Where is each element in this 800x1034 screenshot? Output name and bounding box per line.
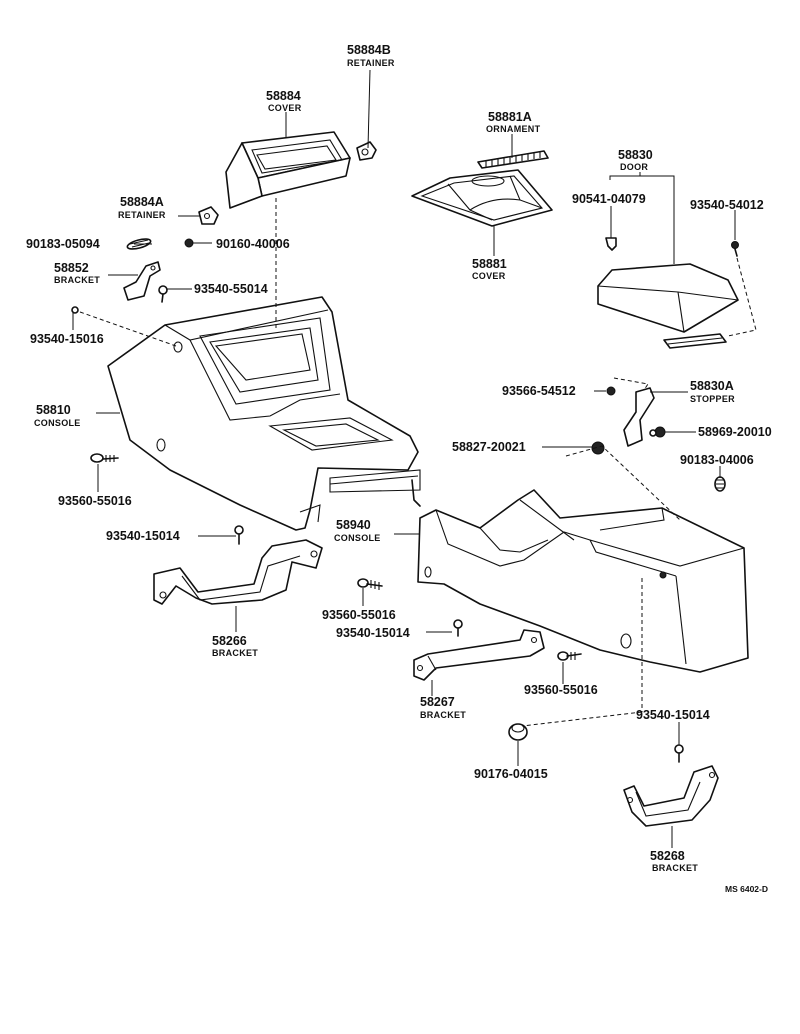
label-58969-20010: 58969-20010 — [698, 425, 772, 439]
label-58884B-number: 58884B — [347, 43, 391, 57]
label-58267-number: 58267 — [420, 695, 455, 709]
cover-58881-drawing — [411, 169, 553, 227]
label-58881A-name: ORNAMENT — [486, 124, 541, 134]
label-58884B-name: RETAINER — [347, 58, 395, 68]
label-58884A-name: RETAINER — [118, 210, 166, 220]
screw-93560-55016-c-drawing — [557, 651, 582, 661]
screw-93540-15014-c-drawing — [674, 744, 684, 763]
label-93560-55016-c: 93560-55016 — [524, 683, 598, 697]
retainer-58884B-drawing — [356, 141, 377, 161]
label-58268-name: BRACKET — [652, 863, 698, 873]
label-58884-number: 58884 — [266, 89, 301, 103]
screw-90541-04079-drawing — [605, 237, 617, 251]
label-90176-04015: 90176-04015 — [474, 767, 548, 781]
console-58810-drawing — [107, 296, 421, 531]
label-90183-04006: 90183-04006 — [680, 453, 754, 467]
label-58884-name: COVER — [268, 103, 302, 113]
clip-90183-04006-drawing — [714, 476, 726, 492]
screw-93540-55014-drawing — [158, 285, 168, 303]
part-labels: 58884B RETAINER 58884 COVER 58884A RETAI… — [26, 43, 772, 894]
screw-93540-15014-b-drawing — [453, 619, 463, 637]
stopper-58830A-drawing — [623, 387, 655, 447]
label-90541-04079: 90541-04079 — [572, 192, 646, 206]
label-93540-15014-c: 93540-15014 — [636, 708, 710, 722]
label-93540-15014-a: 93540-15014 — [106, 529, 180, 543]
label-93540-55014: 93540-55014 — [194, 282, 268, 296]
door-58830-drawing — [597, 263, 739, 349]
label-58830-number: 58830 — [618, 148, 653, 162]
label-58827-20021: 58827-20021 — [452, 440, 526, 454]
label-58881A-number: 58881A — [488, 110, 532, 124]
label-93540-54012: 93540-54012 — [690, 198, 764, 212]
nut-90176-04015-drawing — [508, 723, 528, 741]
label-58852-name: BRACKET — [54, 275, 100, 285]
label-90160-40006: 90160-40006 — [216, 237, 290, 251]
screw-93560-55016-a-drawing — [90, 453, 119, 463]
bracket-58268-drawing — [623, 765, 719, 827]
part-58827-20021-drawing — [591, 441, 605, 455]
label-58268-number: 58268 — [650, 849, 685, 863]
retainer-58884A-drawing — [198, 206, 219, 225]
figure-code: MS 6402-D — [725, 884, 768, 894]
screw-93566-54512-drawing — [606, 386, 616, 396]
label-58810-name: CONSOLE — [34, 418, 81, 428]
label-58266-name: BRACKET — [212, 648, 258, 658]
label-58266-number: 58266 — [212, 634, 247, 648]
label-58267-name: BRACKET — [420, 710, 466, 720]
label-58810-number: 58810 — [36, 403, 71, 417]
label-58884A-number: 58884A — [120, 195, 164, 209]
screw-93540-15014-a-drawing — [234, 525, 244, 545]
label-93566-54512: 93566-54512 — [502, 384, 576, 398]
label-58940-number: 58940 — [336, 518, 371, 532]
bracket-58852-drawing — [123, 261, 161, 301]
console-58940-drawing — [417, 489, 749, 673]
label-93540-15014-b: 93540-15014 — [336, 626, 410, 640]
label-58830-name: DOOR — [620, 162, 648, 172]
label-58881-number: 58881 — [472, 257, 507, 271]
label-93540-15016: 93540-15016 — [30, 332, 104, 346]
label-58940-name: CONSOLE — [334, 533, 381, 543]
screw-93560-55016-b-drawing — [357, 578, 383, 590]
label-58830A-number: 58830A — [690, 379, 734, 393]
label-93560-55016-a: 93560-55016 — [58, 494, 132, 508]
screw-93540-54012-drawing — [731, 241, 739, 257]
label-93560-55016-b: 93560-55016 — [322, 608, 396, 622]
screw-93540-15016-drawing — [71, 306, 79, 314]
cover-58884-drawing — [225, 131, 351, 209]
ornament-58881A-drawing — [477, 150, 549, 169]
label-90183-05094: 90183-05094 — [26, 237, 100, 251]
label-58881-name: COVER — [472, 271, 506, 281]
bracket-58267-drawing — [413, 629, 545, 681]
leader-lines — [72, 69, 736, 848]
label-58830A-name: STOPPER — [690, 394, 735, 404]
label-58852-number: 58852 — [54, 261, 89, 275]
bracket-58266-drawing — [153, 539, 323, 605]
part-58969-20010-drawing — [649, 426, 666, 438]
dashed-assembly-lines — [79, 198, 757, 727]
fastener-90160-40006-drawing — [184, 238, 194, 248]
